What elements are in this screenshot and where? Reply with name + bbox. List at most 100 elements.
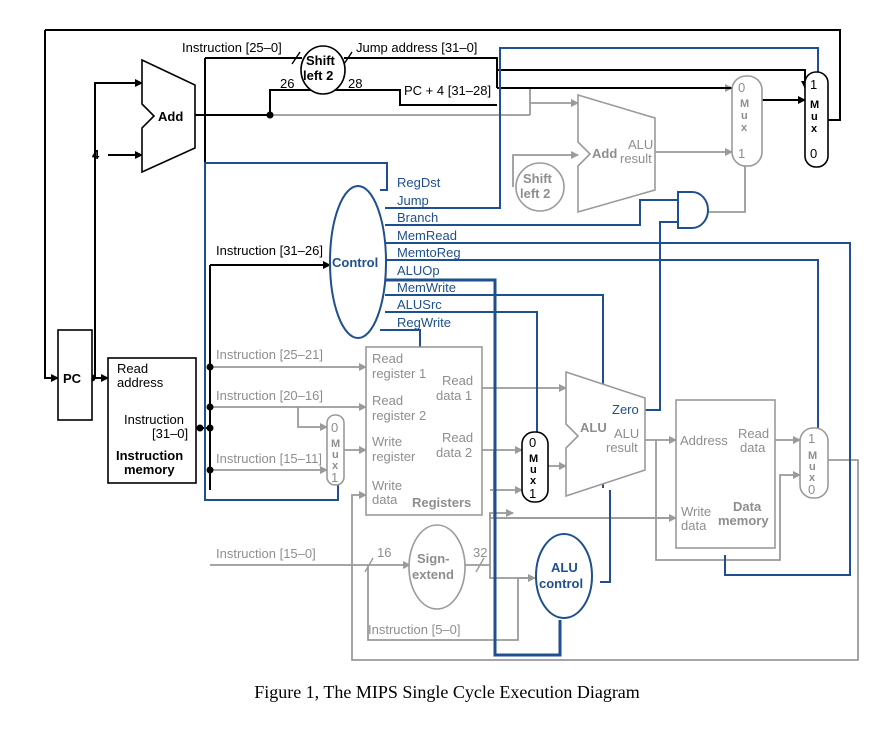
shift-left-2-branch: Shift left 2 <box>515 162 565 212</box>
signal-alusrc: ALUSrc <box>397 297 442 312</box>
svg-text:data 1: data 1 <box>436 388 472 403</box>
label-instr-20-16: Instruction [20–16] <box>216 388 323 403</box>
svg-text:u: u <box>741 110 748 122</box>
svg-text:u: u <box>811 111 818 123</box>
svg-text:[31–0]: [31–0] <box>152 426 188 441</box>
memtoreg-mux: 1 M u x 0 <box>799 427 829 499</box>
svg-text:x: x <box>332 460 339 472</box>
svg-text:ALU: ALU <box>614 426 639 441</box>
svg-text:data: data <box>681 518 707 533</box>
svg-text:Control: Control <box>332 255 378 270</box>
pc-label: PC <box>63 371 82 386</box>
svg-text:u: u <box>809 461 816 473</box>
instruction-memory: Read address Instruction [31–0] Instruct… <box>107 357 197 484</box>
signal-branch: Branch <box>397 210 438 225</box>
svg-text:memory: memory <box>124 462 175 477</box>
constant-four: 4 <box>92 147 100 162</box>
svg-text:Write: Write <box>372 478 402 493</box>
svg-text:M: M <box>808 450 817 462</box>
main-alu: ALU Zero ALU result <box>565 370 646 498</box>
svg-text:Sign-: Sign- <box>417 551 450 566</box>
signal-aluop: ALUOp <box>397 263 440 278</box>
pc-register: PC <box>57 329 93 421</box>
register-file: Read register 1 Read register 2 Write re… <box>365 346 483 516</box>
svg-text:address: address <box>117 375 164 390</box>
alu-control: ALU control <box>535 533 593 619</box>
svg-text:Shift: Shift <box>523 171 553 186</box>
label-pc-plus-4: PC + 4 [31–28] <box>404 83 491 98</box>
svg-text:0: 0 <box>808 482 815 497</box>
svg-text:1: 1 <box>738 146 745 161</box>
control-unit: Control <box>329 185 387 339</box>
svg-text:register: register <box>372 449 416 464</box>
svg-text:Data: Data <box>733 499 762 514</box>
pc-adder: Add <box>141 58 196 174</box>
svg-text:0: 0 <box>738 80 745 95</box>
signal-memread: MemRead <box>397 228 457 243</box>
svg-text:control: control <box>539 576 583 591</box>
data-memory: Address Read data Write data Data memory <box>675 399 776 549</box>
svg-text:Add: Add <box>158 109 183 124</box>
svg-text:x: x <box>530 475 537 487</box>
svg-text:result: result <box>620 151 652 166</box>
svg-text:1: 1 <box>810 77 817 92</box>
svg-text:Read: Read <box>442 430 473 445</box>
svg-text:Write: Write <box>372 434 402 449</box>
svg-text:ALU: ALU <box>551 560 578 575</box>
svg-text:register 2: register 2 <box>372 408 426 423</box>
svg-text:extend: extend <box>412 567 454 582</box>
zero-label: Zero <box>612 402 639 417</box>
signal-memtoreg: MemtoReg <box>397 245 461 260</box>
svg-text:x: x <box>741 122 748 134</box>
label-jump-address: Jump address [31–0] <box>356 40 477 55</box>
alusrc-mux: 0 M u x 1 <box>521 431 549 503</box>
figure-caption: Figure 1, The MIPS Single Cycle Executio… <box>254 682 640 702</box>
signal-regdst: RegDst <box>397 175 441 190</box>
svg-text:Shift: Shift <box>306 53 336 68</box>
sign-extend: Sign- extend <box>408 524 466 610</box>
signal-regwrite: RegWrite <box>397 315 451 330</box>
svg-text:1: 1 <box>808 431 815 446</box>
branch-mux: 0 M u x 1 <box>731 75 763 167</box>
label-instr-25-21: Instruction [25–21] <box>216 347 323 362</box>
svg-text:left 2: left 2 <box>303 68 333 83</box>
label-instr-15-11: Instruction [15–11] <box>216 451 322 466</box>
gray-wires <box>210 84 859 661</box>
svg-text:26: 26 <box>280 76 294 91</box>
svg-text:Write: Write <box>681 504 711 519</box>
svg-text:x: x <box>811 123 818 135</box>
svg-text:0: 0 <box>810 146 817 161</box>
svg-text:M: M <box>740 98 749 110</box>
svg-text:Read: Read <box>372 393 403 408</box>
svg-text:M: M <box>810 99 819 111</box>
svg-text:0: 0 <box>529 435 536 450</box>
svg-text:Read: Read <box>738 426 769 441</box>
svg-text:memory: memory <box>718 513 769 528</box>
svg-text:Read: Read <box>117 361 148 376</box>
svg-text:u: u <box>332 449 339 461</box>
svg-text:data: data <box>372 492 398 507</box>
svg-text:M: M <box>529 453 538 465</box>
svg-text:data: data <box>740 440 766 455</box>
svg-text:ALU: ALU <box>580 420 607 435</box>
svg-text:left 2: left 2 <box>520 186 550 201</box>
branch-adder: Add ALU result <box>577 93 656 214</box>
svg-text:ALU: ALU <box>628 137 653 152</box>
svg-text:register 1: register 1 <box>372 366 426 381</box>
label-instr-25-0: Instruction [25–0] <box>182 40 282 55</box>
signal-memwrite: MemWrite <box>397 280 456 295</box>
regdst-mux: 0 M u x 1 <box>326 414 345 486</box>
svg-text:Add: Add <box>592 146 617 161</box>
svg-text:1: 1 <box>529 486 536 501</box>
shift-left-2-jump: Shift left 2 <box>300 45 346 95</box>
label-instr-31-26: Instruction [31–26] <box>216 243 323 258</box>
svg-text:Address: Address <box>680 433 728 448</box>
svg-text:Instruction: Instruction <box>124 412 184 427</box>
svg-text:0: 0 <box>331 420 338 435</box>
svg-text:16: 16 <box>377 545 391 560</box>
label-instr-5-0: Instruction [5–0] <box>368 622 461 637</box>
svg-text:Registers: Registers <box>412 495 471 510</box>
svg-text:Instruction: Instruction <box>116 448 183 463</box>
svg-text:32: 32 <box>473 545 487 560</box>
svg-text:1: 1 <box>331 470 338 485</box>
